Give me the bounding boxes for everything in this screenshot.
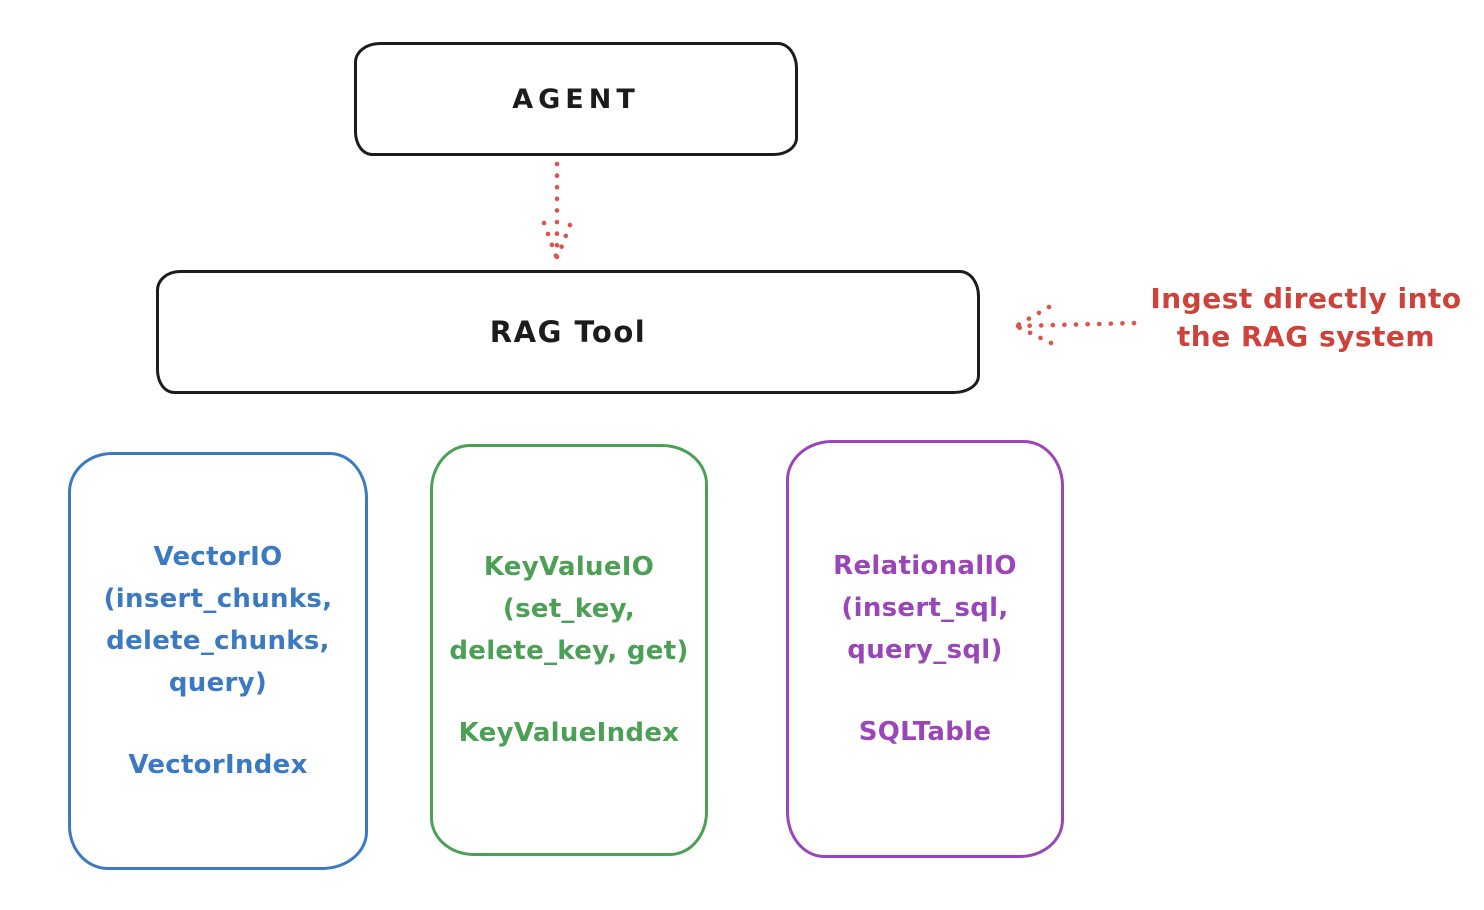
relational-io-node: RelationalIO (insert_sql, query_sql) SQL… — [786, 440, 1064, 858]
vector-io-methods-line1: (insert_chunks, — [103, 584, 333, 614]
agent-node: AGENT — [354, 42, 798, 156]
rag-tool-node: RAG Tool — [156, 270, 980, 394]
ingest-annotation: Ingest directly into the RAG system — [1128, 280, 1484, 356]
keyvalue-io-title: KeyValueIO — [483, 552, 655, 582]
vector-io-node: VectorIO (insert_chunks, delete_chunks, … — [68, 452, 368, 870]
relational-io-methods-line2: query_sql) — [847, 635, 1003, 665]
vector-index-label: VectorIndex — [128, 750, 308, 780]
vector-io-title: VectorIO — [153, 542, 283, 572]
agent-to-ragtool-arrow-icon — [541, 161, 573, 260]
keyvalue-io-node: KeyValueIO (set_key, delete_key, get) Ke… — [430, 444, 708, 856]
rag-tool-label: RAG Tool — [489, 315, 647, 349]
keyvalue-index-label: KeyValueIndex — [458, 718, 680, 748]
ingest-annotation-line2: the RAG system — [1176, 320, 1436, 353]
vector-io-methods-line3: query) — [168, 668, 268, 698]
relational-io-title: RelationalIO — [833, 551, 1017, 581]
keyvalue-io-methods-line1: (set_key, — [502, 594, 636, 624]
sqltable-label: SQLTable — [858, 717, 992, 747]
ingest-annotation-arrow-icon — [1015, 304, 1138, 346]
relational-io-methods-line1: (insert_sql, — [841, 593, 1009, 623]
keyvalue-io-methods-line2: delete_key, get) — [449, 636, 689, 666]
ingest-annotation-line1: Ingest directly into — [1150, 282, 1462, 315]
vector-io-methods-line2: delete_chunks, — [106, 626, 330, 656]
agent-label: AGENT — [512, 83, 640, 115]
